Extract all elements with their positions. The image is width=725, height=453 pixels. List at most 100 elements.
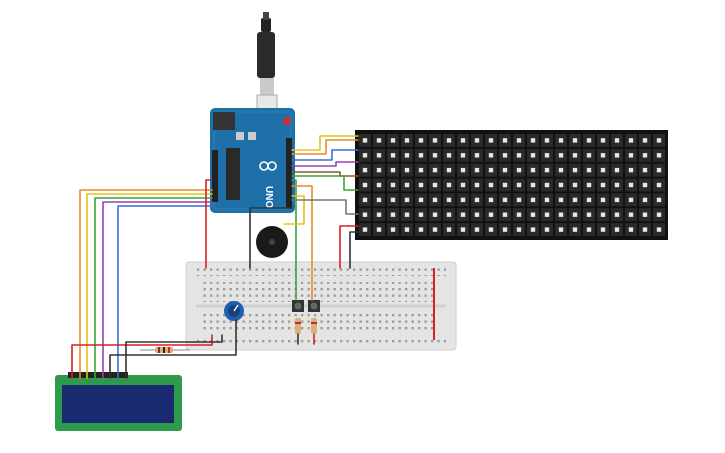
led-pixel: [446, 167, 452, 173]
digital-header[interactable]: [286, 138, 292, 208]
led-pixel: [642, 167, 648, 173]
wire-purple-lcd[interactable]: [102, 201, 213, 379]
led-pixel: [460, 197, 466, 203]
led-pixel: [600, 167, 606, 173]
led-pixel: [628, 167, 634, 173]
wire-red-5v[interactable]: [205, 179, 211, 269]
wire-black-lcd-contrast[interactable]: [109, 319, 237, 379]
wire-blue-matrix[interactable]: [291, 149, 359, 161]
led-pixel: [516, 197, 522, 203]
wire-black-matrix-gnd[interactable]: [349, 231, 359, 269]
led-pixel: [516, 182, 522, 188]
led-pixel: [474, 167, 480, 173]
led-pixel: [362, 197, 368, 203]
led-pixel: [642, 182, 648, 188]
led-pixel: [432, 138, 438, 143]
led-pixel: [642, 138, 648, 143]
piezo-buzzer-icon[interactable]: [256, 226, 288, 258]
led-pixel: [558, 182, 564, 188]
analog-power-header[interactable]: [212, 150, 218, 202]
wire-orange-matrix[interactable]: [291, 139, 359, 155]
led-pixel: [628, 212, 634, 217]
led-pixel: [586, 212, 592, 217]
wire-green-lcd[interactable]: [94, 197, 213, 379]
led-pixel: [502, 197, 508, 203]
wire-blue-lcd[interactable]: [117, 205, 213, 379]
wire-gray-matrix[interactable]: [291, 199, 359, 215]
led-pixel: [390, 182, 396, 188]
led-pixel: [572, 212, 578, 217]
led-pixel: [488, 167, 494, 173]
led-pixel: [418, 153, 424, 158]
breadboard[interactable]: [185, 261, 457, 351]
arduino-uno-board[interactable]: UNO: [210, 108, 295, 213]
wire-red-matrix-power[interactable]: [339, 225, 359, 269]
led-pixel: [544, 182, 550, 188]
wire-black-gnd[interactable]: [249, 207, 293, 269]
led-pixel: [614, 182, 620, 188]
wire-black-lcd-gnd[interactable]: [125, 334, 223, 379]
led-pixel: [418, 182, 424, 188]
lcd-header-pins[interactable]: [68, 372, 128, 378]
wire-brown-matrix[interactable]: [291, 171, 359, 177]
led-pixel: [558, 167, 564, 173]
led-pixel: [600, 197, 606, 203]
led-pixel: [544, 167, 550, 173]
led-pixel: [600, 153, 606, 158]
led-pixel: [488, 182, 494, 188]
led-pixel: [544, 197, 550, 203]
led-pixel: [404, 167, 410, 173]
pulldown-resistor-1[interactable]: [295, 318, 301, 334]
pulldown-resistor-2[interactable]: [311, 318, 317, 334]
led-pixel: [460, 138, 466, 143]
usb-cable-icon[interactable]: [256, 12, 278, 118]
led-pixel: [572, 138, 578, 143]
wire-purple-matrix[interactable]: [291, 161, 359, 167]
led-pixel: [502, 182, 508, 188]
led-pixel: [600, 227, 606, 232]
led-pixel: [502, 167, 508, 173]
led-pixel: [656, 197, 662, 203]
pushbutton-2[interactable]: [308, 300, 320, 312]
led-pixel: [390, 153, 396, 158]
wire-orange-button[interactable]: [291, 185, 313, 301]
led-pixel: [600, 212, 606, 217]
led-pixel: [586, 167, 592, 173]
wire-yellow-buzzer[interactable]: [283, 195, 305, 225]
led-pixel: [642, 227, 648, 232]
led-pixel: [432, 182, 438, 188]
reset-button[interactable]: [283, 117, 291, 125]
led-pixel: [474, 212, 480, 217]
resistor-icon[interactable]: [140, 347, 190, 353]
wire-yellow-matrix[interactable]: [291, 135, 359, 151]
led-pixel: [600, 182, 606, 188]
led-pixel: [474, 182, 480, 188]
led-pixel: [516, 227, 522, 232]
led-pixel: [544, 212, 550, 217]
led-pixel: [488, 227, 494, 232]
wire-orange-lcd[interactable]: [79, 189, 213, 379]
led-pixel: [614, 227, 620, 232]
led-pixel: [446, 227, 452, 232]
pushbutton-1[interactable]: [292, 300, 304, 312]
lcd-16x2[interactable]: [55, 372, 182, 431]
wire-green-button[interactable]: [291, 179, 297, 301]
wire-yellow-lcd[interactable]: [86, 193, 213, 379]
led-pixel: [390, 138, 396, 143]
led-pixel: [558, 153, 564, 158]
potentiometer-icon[interactable]: [224, 301, 244, 321]
led-pixel: [642, 197, 648, 203]
led-pixel: [530, 212, 536, 217]
led-pixel: [600, 138, 606, 143]
led-pixel: [642, 212, 648, 217]
led-pixel: [642, 153, 648, 158]
led-pixel: [628, 138, 634, 143]
led-pixel: [502, 138, 508, 143]
led-pixel: [446, 182, 452, 188]
led-pixel: [544, 138, 550, 143]
wire-red-lcd-power[interactable]: [71, 334, 213, 379]
wire-green-matrix[interactable]: [291, 175, 359, 191]
led-pixel: [530, 182, 536, 188]
led-matrix[interactable]: [355, 130, 668, 240]
